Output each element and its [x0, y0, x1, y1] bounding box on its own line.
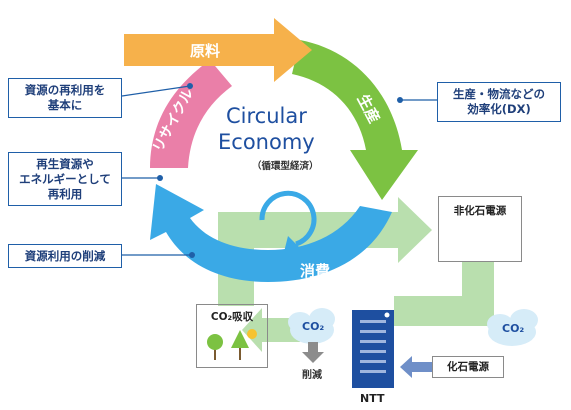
recycle-arc: [150, 60, 232, 168]
consumption-arc: [150, 184, 392, 282]
fossil-power-label: 化石電源: [447, 361, 489, 373]
non-fossil-power-label: 非化石電源: [453, 205, 507, 217]
fossil-supply-arrow: [400, 356, 432, 378]
reduction-label: 削減: [302, 370, 322, 381]
non-fossil-power-box: 非化石電源: [438, 196, 522, 262]
raw-material-label: 原料: [190, 42, 221, 60]
supply-flow-arrow: [394, 255, 494, 326]
callout-reuse-basis: 資源の再利用を 基本に: [8, 78, 122, 118]
ntt-building-icon: [352, 310, 394, 388]
leader-reuse: [121, 83, 193, 97]
co2-cloud-right-label: CO₂: [502, 322, 525, 335]
co2-absorption-label: CO₂吸収: [210, 311, 254, 323]
co2-absorption-box: CO₂吸収: [196, 304, 268, 368]
center-cycle-icon: [259, 190, 317, 247]
absorption-flow-arrow: [242, 308, 300, 352]
co2-cloud-right-icon: [487, 309, 538, 346]
callout-resource-reduction: 資源利用の削減: [8, 244, 122, 268]
co2-cloud-left-label: CO₂: [302, 320, 325, 333]
consumption-label: 消費: [300, 262, 331, 280]
co2-cloud-left-icon: [288, 308, 335, 344]
center-title-line2: Economy: [218, 130, 315, 154]
center-title-line1: Circular: [226, 104, 307, 128]
callout-efficiency: 生産・物流などの 効率化(DX): [437, 82, 561, 122]
center-subtitle: （循環型経済）: [252, 161, 319, 172]
fossil-power-box: 化石電源: [432, 356, 504, 378]
ntt-label: NTT: [360, 392, 385, 405]
production-arc: [292, 40, 418, 200]
callout-energy-reuse: 再生資源や エネルギーとして 再利用: [8, 152, 122, 206]
raw-material-arrow: [124, 18, 312, 82]
tree-icon: [207, 329, 257, 360]
reduction-arrow-icon: [302, 342, 324, 363]
